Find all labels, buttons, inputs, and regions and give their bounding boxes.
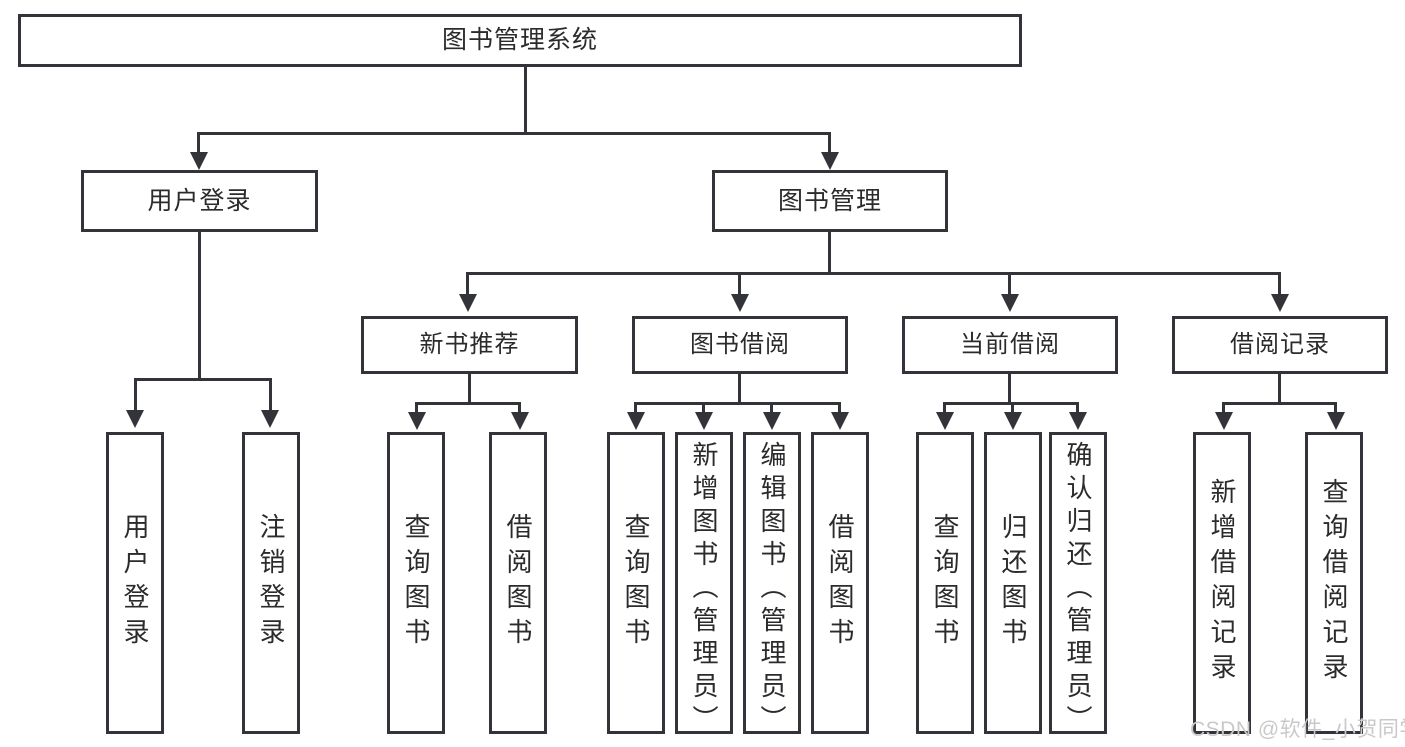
arrow-bb-to-leaf-2 <box>695 412 713 430</box>
leaf-borrow-book[interactable]: 借阅图书 <box>811 432 869 734</box>
arrow-user-login-to-leaf-1 <box>126 410 144 428</box>
node-new-book-recommend[interactable]: 新书推荐 <box>361 316 578 374</box>
leaf-query-book-current[interactable]: 查询图书 <box>916 432 974 734</box>
leaf-label: 新增图书（管理员） <box>689 441 719 738</box>
node-root-library-management-system[interactable]: 图书管理系统 <box>18 14 1022 67</box>
connector-br-to-leaf-1 <box>1222 402 1225 414</box>
connector-borrow-record-bus <box>1222 402 1337 405</box>
leaf-query-book-borrow[interactable]: 查询图书 <box>607 432 665 734</box>
leaf-label: 借阅图书 <box>503 513 533 653</box>
node-borrow-record[interactable]: 借阅记录 <box>1172 316 1388 374</box>
connector-new-book-bus <box>415 402 521 405</box>
leaf-label: 借阅图书 <box>825 513 855 653</box>
leaf-return-book[interactable]: 归还图书 <box>984 432 1042 734</box>
arrow-new-book-to-leaf-1 <box>408 412 426 430</box>
arrow-cb-to-leaf-3 <box>1069 412 1087 430</box>
connector-user-login-stem <box>198 232 201 380</box>
connector-bb-to-leaf-1 <box>634 402 637 414</box>
leaf-query-book-recommend[interactable]: 查询图书 <box>387 432 445 734</box>
node-label: 用户登录 <box>147 186 252 215</box>
arrow-bm-to-borrow-record <box>1271 294 1289 312</box>
connector-book-borrow-bus <box>634 402 841 405</box>
leaf-add-borrow-record[interactable]: 新增借阅记录 <box>1193 432 1251 734</box>
connector-current-borrow-stem <box>1008 374 1011 404</box>
node-label: 图书管理 <box>777 186 882 215</box>
leaf-label: 注销登录 <box>256 513 286 653</box>
leaf-add-book-admin[interactable]: 新增图书（管理员） <box>675 432 733 738</box>
connector-borrow-record-stem <box>1278 374 1281 404</box>
leaf-label: 查询图书 <box>621 513 651 653</box>
arrow-bm-to-new-book <box>459 294 477 312</box>
watermark-text: CSDN @软件_小贺同学 <box>1190 718 1405 741</box>
connector-root-bus <box>197 132 831 135</box>
leaf-user-login[interactable]: 用户登录 <box>106 432 164 734</box>
connector-user-login-bus <box>134 378 269 381</box>
node-label: 当前借阅 <box>960 331 1060 359</box>
leaf-label: 新增借阅记录 <box>1207 478 1237 688</box>
arrow-br-to-leaf-2 <box>1327 412 1345 430</box>
node-user-login[interactable]: 用户登录 <box>81 170 318 232</box>
connector-root-to-book-management <box>828 132 831 154</box>
connector-br-to-leaf-2 <box>1334 402 1337 414</box>
leaf-label: 归还图书 <box>998 513 1028 653</box>
connector-book-management-stem <box>828 232 831 274</box>
arrow-root-to-book-management <box>821 152 839 170</box>
leaf-confirm-return-admin[interactable]: 确认归还（管理员） <box>1049 432 1107 738</box>
arrow-user-login-to-leaf-2 <box>261 410 279 428</box>
connector-bb-to-leaf-4 <box>838 402 841 414</box>
arrow-bm-to-current-borrow <box>1001 294 1019 312</box>
leaf-logout[interactable]: 注销登录 <box>242 432 300 734</box>
node-book-management[interactable]: 图书管理 <box>712 170 948 232</box>
arrow-bb-to-leaf-1 <box>627 412 645 430</box>
arrow-bb-to-leaf-4 <box>831 412 849 430</box>
leaf-label: 编辑图书（管理员） <box>757 441 787 738</box>
arrow-bm-to-book-borrow <box>731 294 749 312</box>
connector-bm-to-borrow-record <box>1278 272 1281 296</box>
connector-book-borrow-stem <box>738 374 741 404</box>
leaf-label: 查询借阅记录 <box>1319 478 1349 688</box>
connector-bm-to-new-book <box>466 272 469 296</box>
arrow-br-to-leaf-1 <box>1215 412 1233 430</box>
arrow-bb-to-leaf-3 <box>763 412 781 430</box>
leaf-query-borrow-record[interactable]: 查询借阅记录 <box>1305 432 1363 734</box>
connector-new-book-to-leaf-1 <box>415 402 418 414</box>
connector-bm-to-current-borrow <box>1008 272 1011 296</box>
arrow-cb-to-leaf-2 <box>1004 412 1022 430</box>
leaf-label: 查询图书 <box>930 513 960 653</box>
node-label: 借阅记录 <box>1230 331 1330 359</box>
connector-bb-to-leaf-3 <box>770 402 773 414</box>
connector-bm-to-book-borrow <box>738 272 741 296</box>
connector-user-login-to-leaf-2 <box>269 378 272 412</box>
node-current-borrow[interactable]: 当前借阅 <box>902 316 1118 374</box>
leaf-label: 查询图书 <box>401 513 431 653</box>
connector-cb-to-leaf-2 <box>1011 402 1014 414</box>
connector-bb-to-leaf-2 <box>702 402 705 414</box>
connector-root-stem <box>524 67 527 132</box>
node-label: 图书管理系统 <box>441 26 598 55</box>
node-label: 新书推荐 <box>419 331 520 359</box>
arrow-new-book-to-leaf-2 <box>511 412 529 430</box>
connector-cb-to-leaf-3 <box>1076 402 1079 414</box>
arrow-root-to-user-login <box>190 152 208 170</box>
node-label: 图书借阅 <box>690 331 790 359</box>
node-book-borrow[interactable]: 图书借阅 <box>632 316 848 374</box>
connector-root-to-user-login <box>197 132 200 154</box>
connector-new-book-stem <box>468 374 471 404</box>
leaf-label: 用户登录 <box>120 513 150 653</box>
leaf-edit-book-admin[interactable]: 编辑图书（管理员） <box>743 432 801 738</box>
arrow-cb-to-leaf-1 <box>936 412 954 430</box>
connector-new-book-to-leaf-2 <box>518 402 521 414</box>
connector-user-login-to-leaf-1 <box>134 378 137 412</box>
connector-cb-to-leaf-1 <box>943 402 946 414</box>
leaf-label: 确认归还（管理员） <box>1063 441 1093 738</box>
leaf-borrow-book-recommend[interactable]: 借阅图书 <box>489 432 547 734</box>
connector-book-management-bus <box>466 272 1278 275</box>
